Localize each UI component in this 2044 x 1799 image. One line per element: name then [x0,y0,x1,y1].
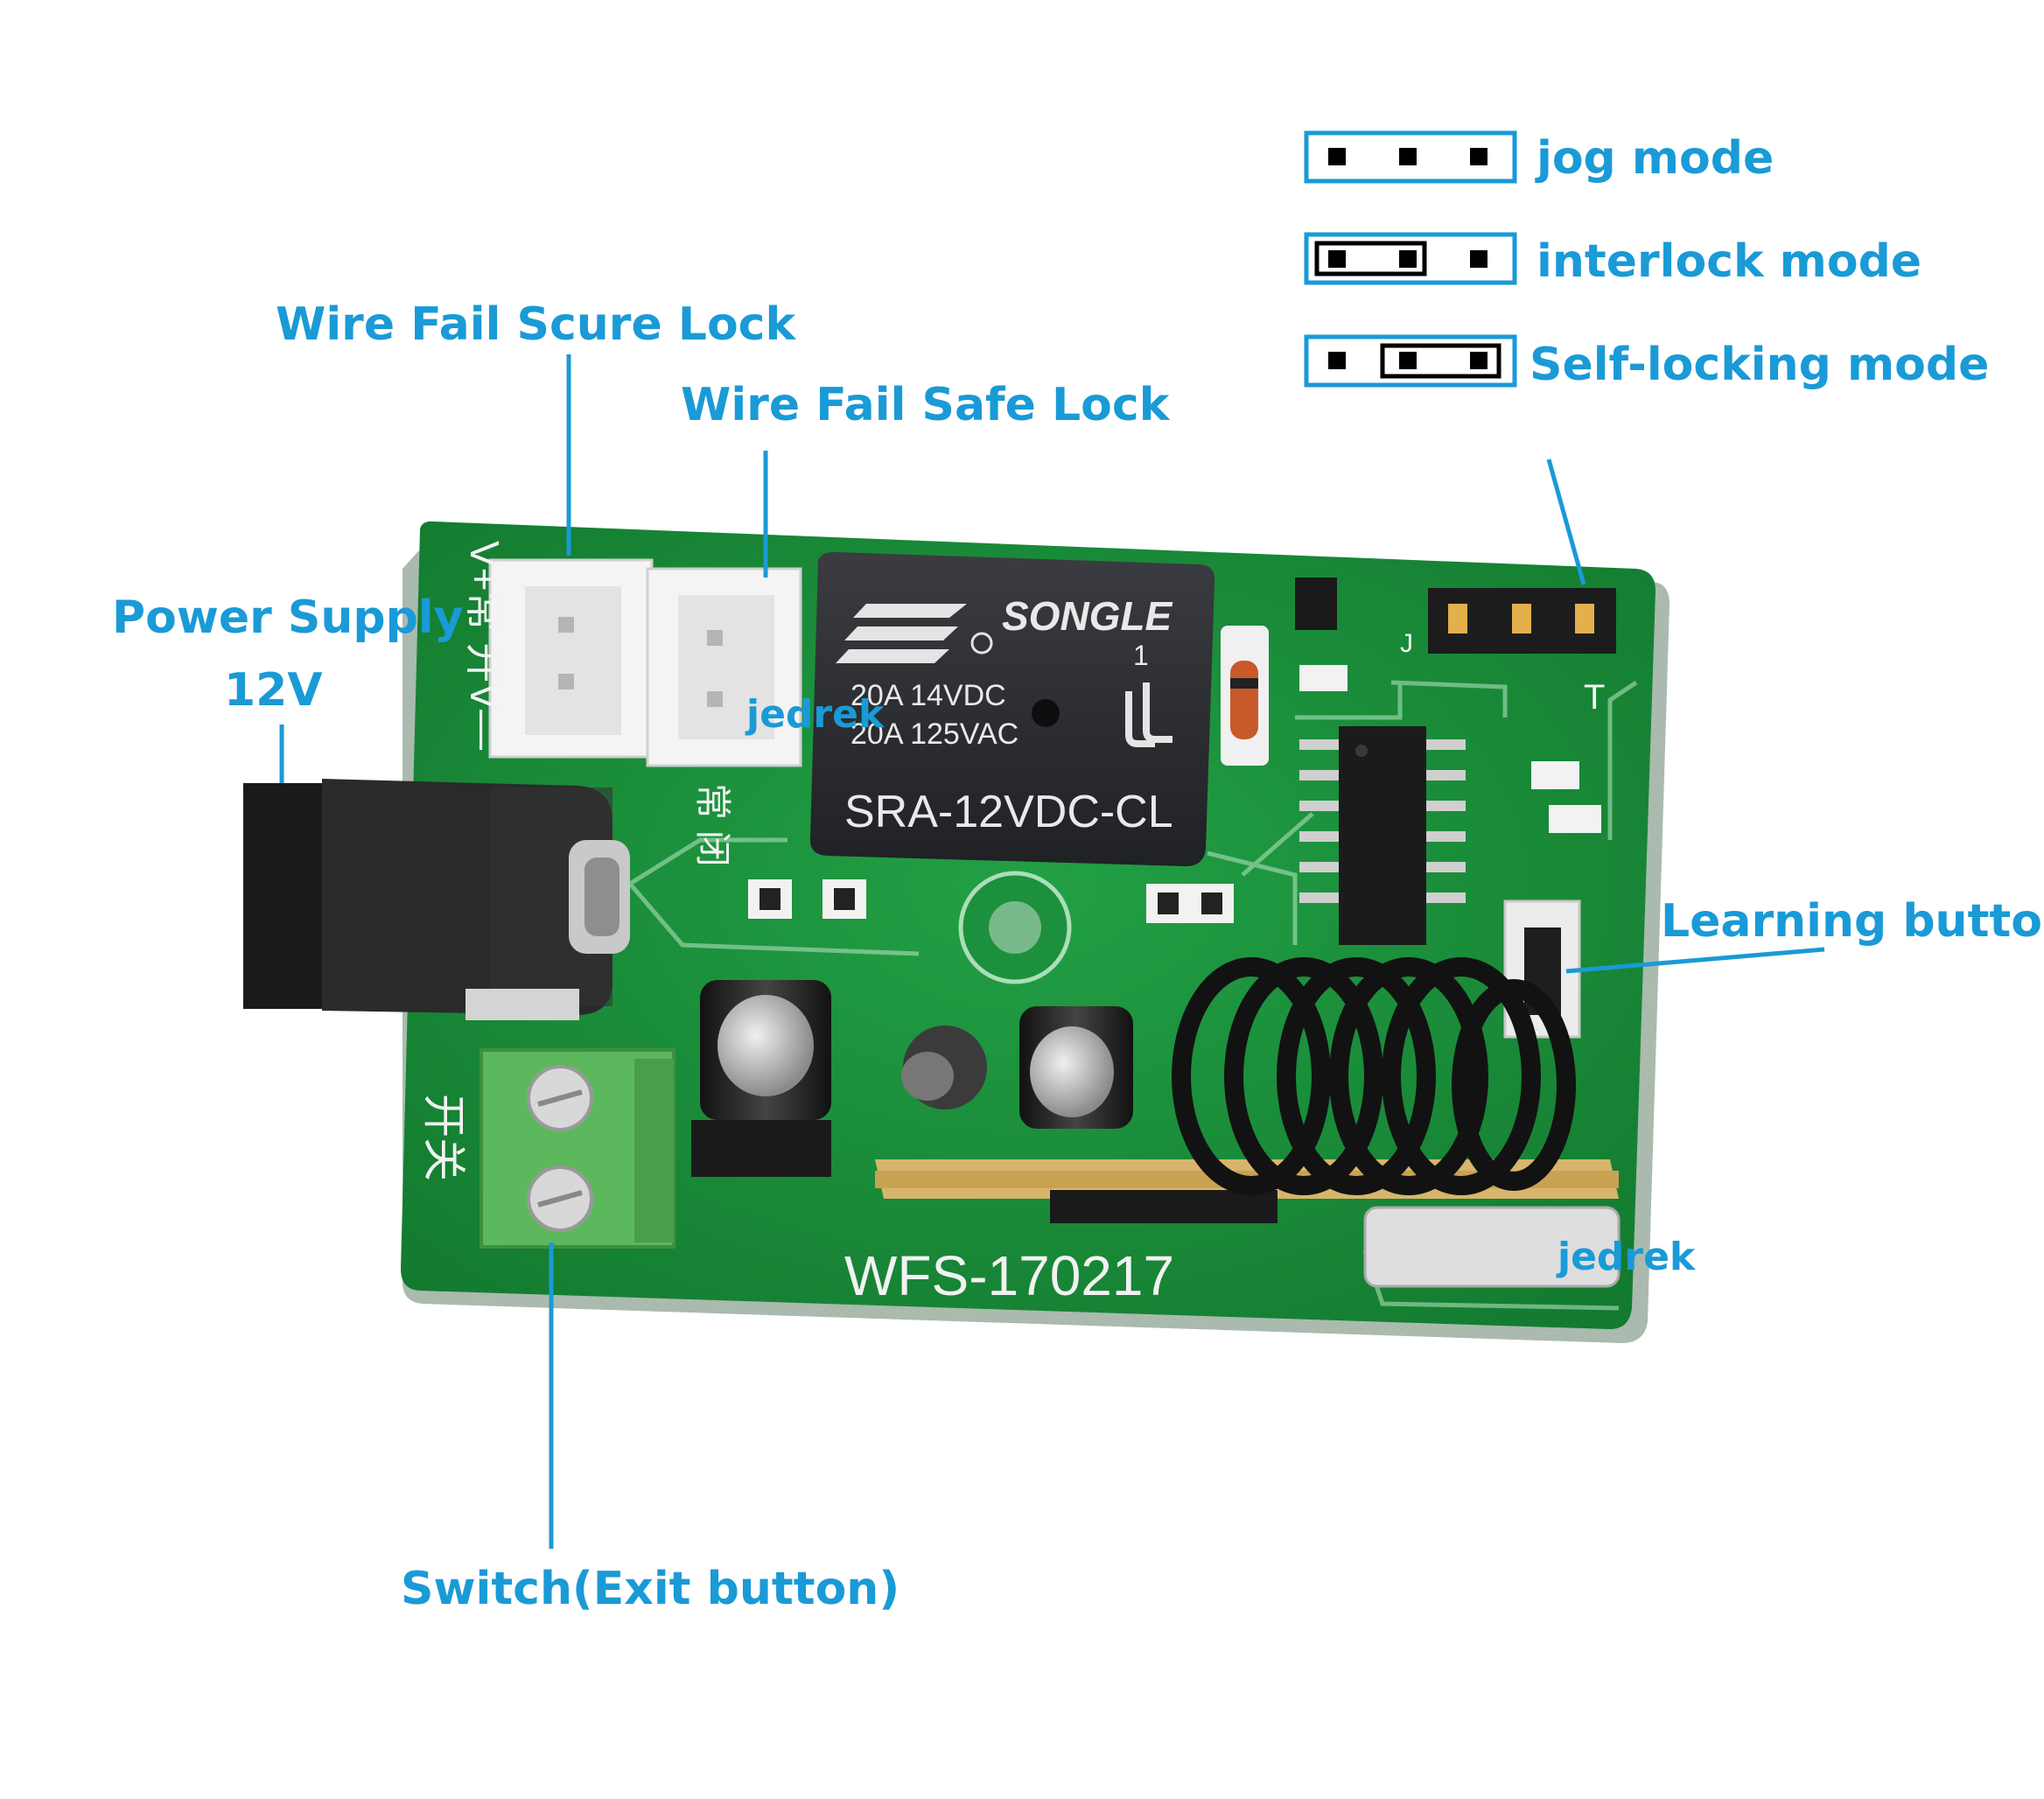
capacitor-1 [700,980,831,1120]
coil-antenna [1172,957,1576,1195]
transistor [1295,578,1337,630]
relay-model-text: SRA-12VDC-CL [844,787,1173,837]
relay-pin-number: 1 [1133,640,1149,671]
relay: SONGLE 1 20A 14VDC 20A 125VAC SRA-12VDC-… [809,551,1215,866]
watermark-2: jedrek [1558,1235,1696,1279]
legend-jog-mode-graphic [1304,130,1517,184]
screw-terminal [480,1048,676,1249]
callout-learning-button: Learning button [1661,895,2044,948]
relay-rating-2: 20A 125VAC [850,718,1018,751]
legend-self-locking-mode-label: Self-locking mode [1530,339,1990,391]
pcb-left-edge-text: V+常 开V— [462,541,508,750]
pcb-model-text: WFS-170217 [844,1244,1174,1307]
jumper-letter-t: T [1584,678,1605,717]
watermark-1: jedrek [746,692,885,737]
pcb-nc-text: 常 闭 [692,783,733,867]
jumper-header [1428,588,1616,654]
callout-wire-fail-safe-lock: Wire Fail Safe Lock [681,379,1170,431]
legend-interlock-mode-graphic [1304,232,1517,285]
diode [1221,626,1269,766]
diode-bottom [691,1120,831,1177]
legend-self-locking-mode-graphic [1304,334,1517,388]
leader-learning [1565,947,1825,974]
capacitor-2 [1019,1006,1133,1129]
relay-rating-1: 20A 14VDC [850,679,1006,712]
relay-brand-text: SONGLE [1002,593,1173,639]
dc-power-jack [243,779,630,1020]
ic-chip [1299,726,1466,945]
pcb-switch-text: 开关 [419,1094,468,1181]
jumper-letter-j: J [1400,629,1413,658]
callout-power-supply: Power Supply [112,592,464,644]
legend-jog-mode-label: jog mode [1536,132,1774,185]
capacitor-3 [901,1026,987,1110]
legend-interlock-mode-label: interlock mode [1536,235,1922,288]
connector-fail-safe [646,567,802,767]
callout-power-voltage: 12V [224,664,323,717]
callout-switch-exit-button: Switch(Exit button) [401,1563,900,1615]
leader-jumper [1546,458,1586,585]
callout-wire-fail-secure-lock: Wire Fail Scure Lock [276,298,796,351]
connector-fail-secure [488,558,654,759]
